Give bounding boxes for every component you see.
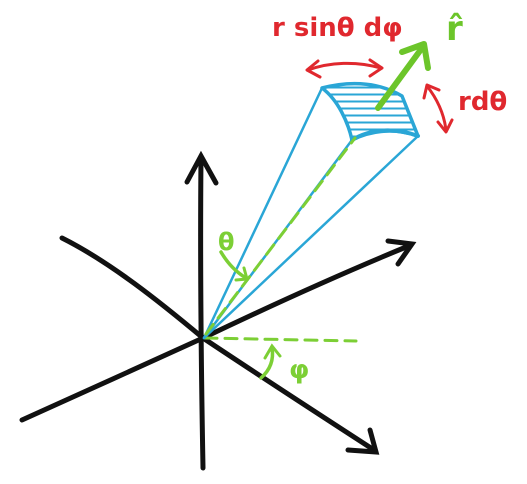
arc-length-theta-arrow-line <box>425 84 448 132</box>
arc-length-phi-arrowhead-right <box>368 58 384 78</box>
arc-length-theta-arrowhead-bottom <box>436 118 454 134</box>
radial-unit-vector-label: r̂ <box>446 9 463 49</box>
polar-angle-arrowhead <box>234 266 249 282</box>
y-axis-arrowhead <box>385 238 417 267</box>
x-axis-arrowhead <box>345 427 380 455</box>
polar-angle-label: θ <box>218 228 235 256</box>
polar-angle-arc <box>219 250 248 280</box>
radial-unit-vector-arrowhead <box>399 41 431 71</box>
x-axis-back <box>59 235 206 341</box>
radial-unit-vector-shaft <box>375 45 425 111</box>
y-axis-front <box>200 242 414 341</box>
arc-length-phi-arrow <box>305 58 384 79</box>
azimuth-reference-line <box>203 336 358 343</box>
radial-direction-line <box>204 136 357 336</box>
arc-length-theta-label: rdθ <box>458 87 507 117</box>
azimuth-angle-arrowhead <box>263 343 282 360</box>
azimuth-angle-arc <box>259 346 275 380</box>
z-axis-arrowhead <box>184 150 219 186</box>
x-axis-front <box>200 335 377 453</box>
arc-length-theta-arrowhead-top <box>422 83 441 100</box>
cone-edge-right <box>202 134 420 340</box>
arc-length-phi-arrow-line <box>306 61 383 72</box>
volume-element-patch <box>320 81 420 142</box>
radial-unit-vector-arrow <box>375 41 431 111</box>
cone-edge-left <box>202 86 324 340</box>
arc-length-theta-arrow <box>422 83 454 134</box>
arc-length-phi-label: r sinθ dφ <box>272 13 403 43</box>
arc-length-phi-arrowhead-left <box>305 59 322 79</box>
azimuth-angle-label: φ <box>289 355 309 385</box>
z-axis <box>198 155 206 471</box>
patch-front-edge <box>350 128 420 142</box>
axes <box>19 150 417 471</box>
y-axis-back <box>19 335 206 423</box>
